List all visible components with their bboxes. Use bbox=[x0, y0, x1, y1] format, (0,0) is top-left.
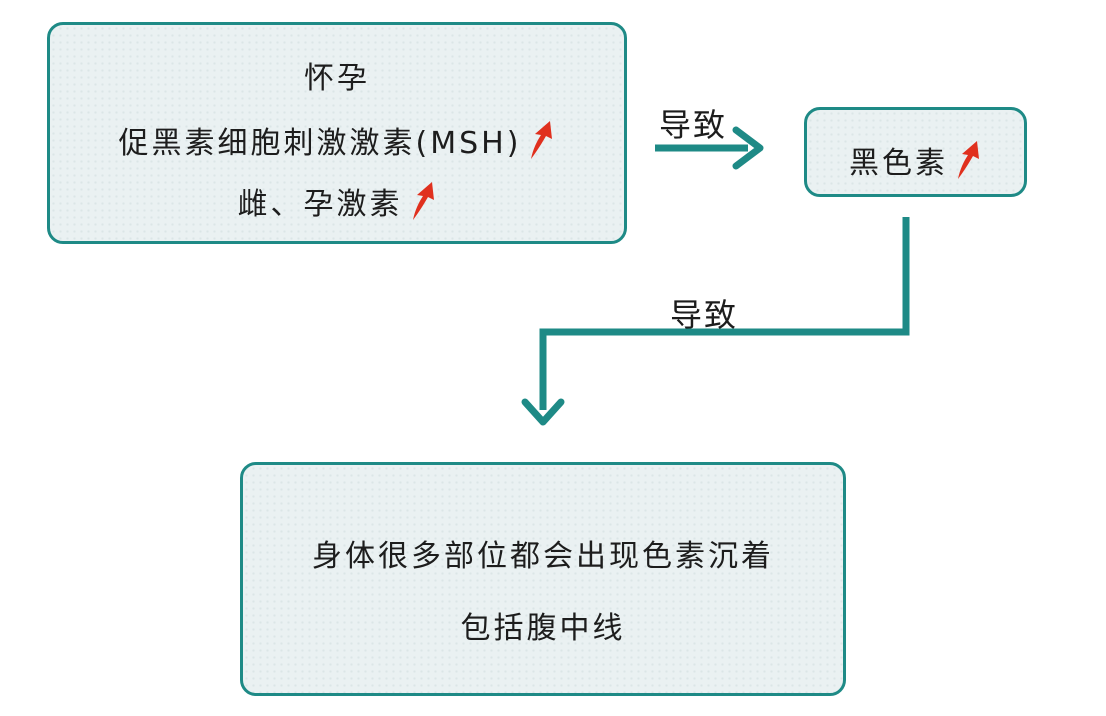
msh-label: 促黑素细胞刺激激素(MSH) bbox=[118, 126, 522, 161]
arrow-head bbox=[732, 126, 764, 170]
red-up-arrow-icon bbox=[531, 121, 553, 159]
estrogen-progesterone-label: 雌、孕激素 bbox=[237, 187, 403, 222]
arrow-melanin-to-result bbox=[521, 217, 910, 426]
hormone-row: 雌、孕激素 bbox=[50, 179, 624, 224]
red-up-arrow-icon bbox=[958, 141, 979, 179]
pigmentation-text: 身体很多部位都会出现色素沉着 bbox=[312, 539, 774, 574]
red-up-arrow-icon bbox=[412, 182, 434, 220]
pregnancy-box: 怀孕 促黑素细胞刺激激素(MSH) 雌、孕激素 bbox=[47, 22, 627, 244]
melanin-row: 黑色素 bbox=[807, 138, 1024, 183]
melanin-label: 黑色素 bbox=[849, 146, 948, 181]
melanin-box: 黑色素 bbox=[804, 107, 1027, 197]
arrow-head bbox=[521, 398, 565, 426]
msh-row: 促黑素细胞刺激激素(MSH) bbox=[50, 118, 624, 163]
connector-label-cause: 导致 bbox=[659, 106, 728, 144]
arrow-pregnancy-to-melanin bbox=[655, 126, 764, 170]
connector-label-cause: 导致 bbox=[670, 296, 739, 334]
arrow-elbow-line bbox=[539, 217, 910, 410]
result-box: 身体很多部位都会出现色素沉着 包括腹中线 bbox=[240, 462, 846, 696]
linea-nigra-text: 包括腹中线 bbox=[460, 611, 626, 646]
pregnancy-title: 怀孕 bbox=[304, 61, 370, 96]
